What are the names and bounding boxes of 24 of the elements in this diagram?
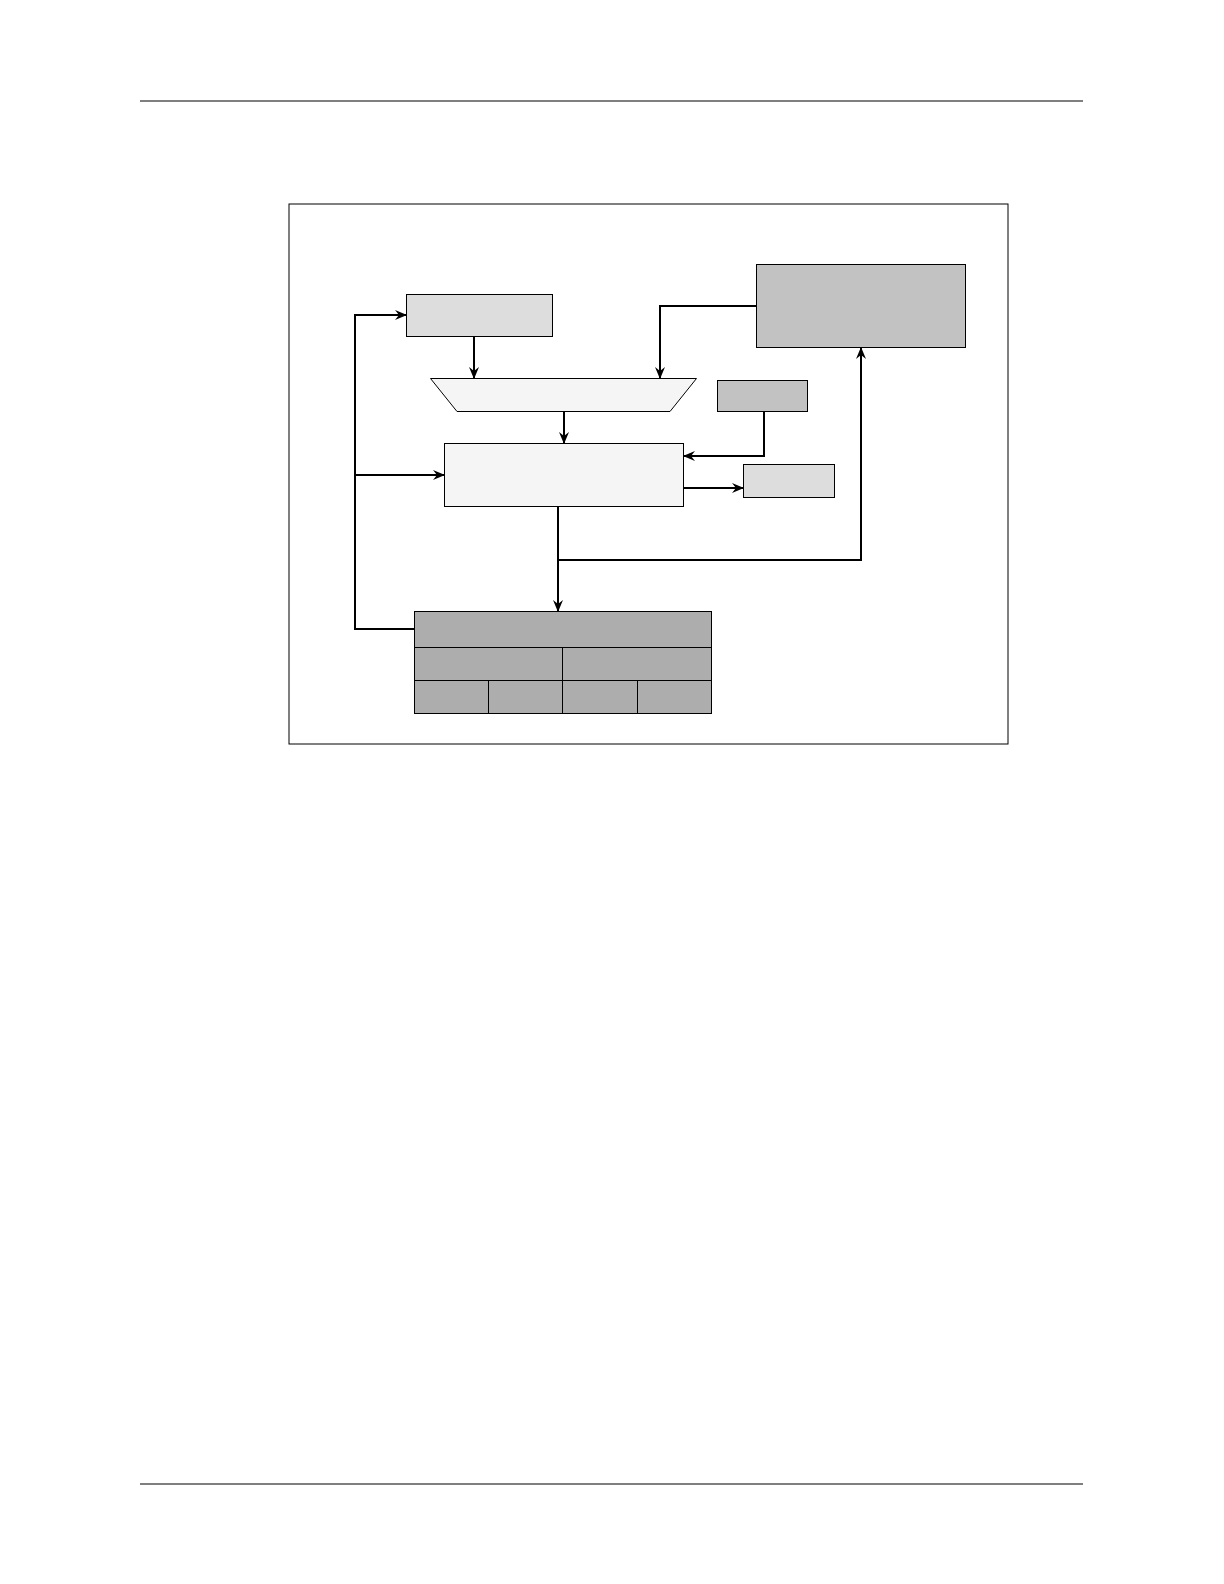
process-box	[406, 294, 553, 337]
table-block	[562, 680, 638, 714]
table-block	[488, 680, 563, 714]
arrow	[553, 559, 563, 612]
arrow	[655, 305, 757, 379]
arrow	[354, 470, 445, 480]
process-box	[717, 380, 808, 412]
arrow	[469, 336, 479, 379]
process-box	[743, 464, 835, 498]
trapezoid-block	[430, 378, 697, 412]
process-box	[756, 264, 966, 348]
arrow	[683, 483, 744, 493]
arrow	[559, 411, 569, 444]
arrow	[683, 411, 765, 461]
connector-line	[557, 506, 559, 561]
arrow	[354, 310, 407, 476]
arrow	[557, 347, 866, 561]
table-block	[414, 647, 563, 681]
table-block	[637, 680, 712, 714]
table-block	[562, 647, 712, 681]
table-header-bar	[414, 611, 712, 648]
connector-line	[354, 474, 415, 630]
process-box	[444, 443, 684, 507]
table-block	[414, 680, 489, 714]
